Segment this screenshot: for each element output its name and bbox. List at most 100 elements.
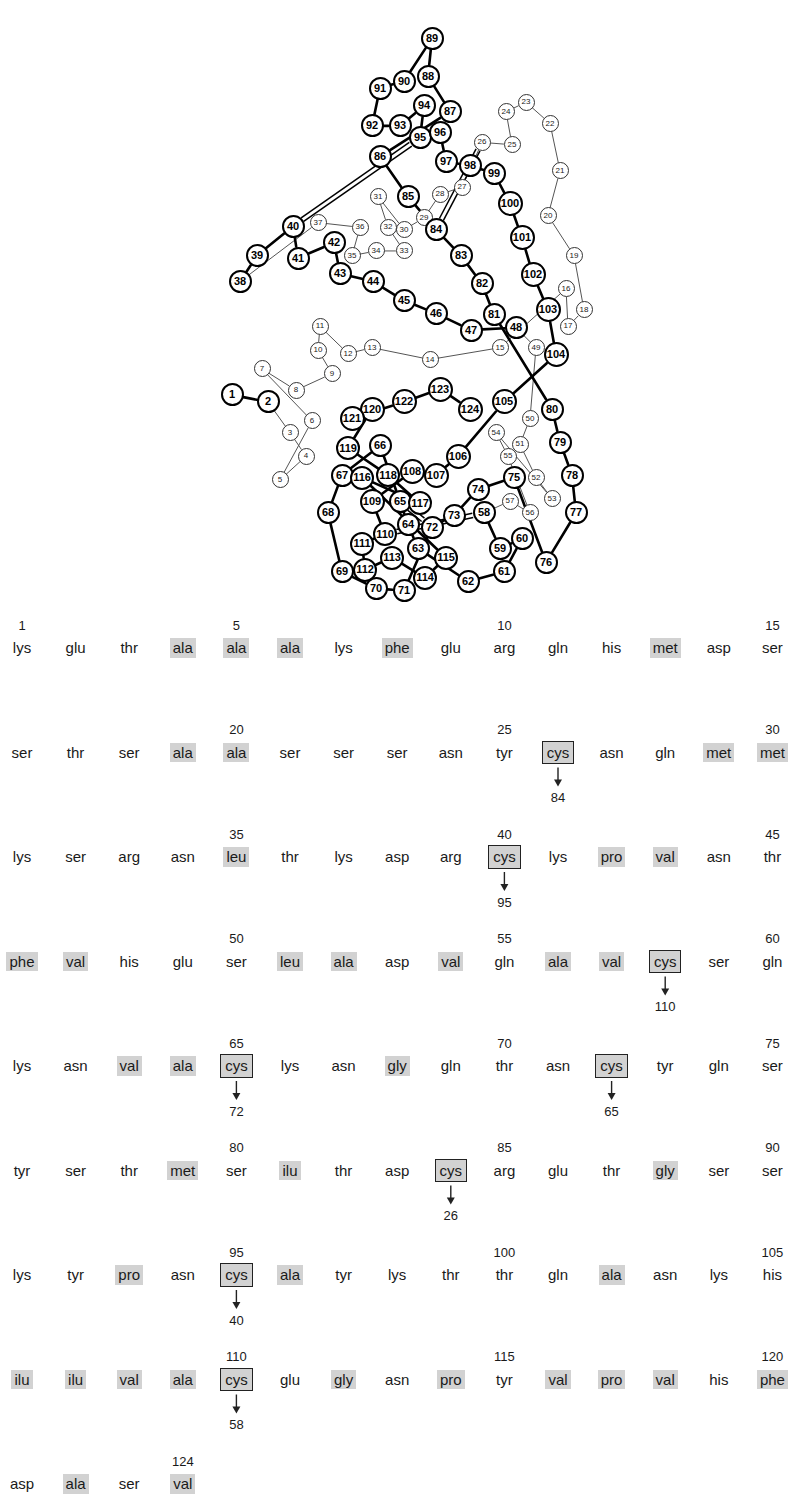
cystine-residue: cys (220, 1054, 253, 1077)
residue-name: lys (13, 639, 31, 656)
chain-line (508, 120, 511, 136)
residue-name: thr (496, 1266, 514, 1283)
hydrophobic-residue: val (117, 1370, 142, 1389)
residue-number: 104 (547, 349, 565, 360)
residue-number: 37 (314, 219, 323, 227)
backbone-link (446, 318, 460, 325)
backbone-link (332, 486, 338, 502)
residue-circle: 27 (454, 179, 471, 196)
backbone-link (479, 575, 493, 579)
position-number: 110 (226, 1350, 247, 1365)
residue-circle: 10 (310, 342, 327, 359)
chain-line (576, 264, 583, 302)
residue-number: 56 (526, 509, 535, 517)
backbone-link (295, 238, 296, 247)
residue-name: arg (494, 1162, 516, 1179)
hydrophobic-residue: met (167, 1161, 198, 1180)
residue-name: asn (385, 1371, 409, 1388)
residue-number: 22 (546, 120, 555, 128)
residue-name: lys (13, 848, 31, 865)
residue-name: asp (385, 953, 409, 970)
hydrophobic-residue: ala (223, 743, 249, 762)
residue-name: ser (226, 1162, 247, 1179)
backbone-link (304, 377, 325, 386)
chain-line (326, 332, 342, 347)
chain-line (249, 228, 311, 275)
residue-name: glu (66, 639, 86, 656)
chain-line (490, 143, 503, 144)
hydrophobic-residue: val (599, 952, 624, 971)
chain-line (514, 216, 518, 227)
backbone-link (416, 393, 428, 397)
residue-circle: 12 (340, 345, 357, 362)
residue-name: lys (334, 848, 352, 865)
residue-circle: 77 (565, 501, 588, 524)
residue-number: 73 (448, 510, 460, 521)
chain-line (564, 453, 568, 464)
residue-circle: 44 (362, 270, 385, 293)
residue-name: arg (440, 848, 462, 865)
residue-name: asp (385, 848, 409, 865)
chain-line (384, 125, 389, 128)
chain-line (429, 201, 435, 211)
hydrophobic-residue: val (653, 1370, 678, 1389)
chain-line (494, 505, 502, 509)
residue-circle: 111 (350, 532, 374, 556)
residue-number: 107 (427, 470, 445, 481)
chain-line (553, 223, 570, 249)
chain-line (322, 357, 327, 366)
residue-number: 64 (402, 519, 414, 530)
residue-number: 83 (455, 250, 467, 261)
backbone-link (331, 524, 340, 561)
residue-name: asp (707, 639, 731, 656)
residue-circle: 123 (428, 377, 453, 402)
residue-circle: 20 (540, 207, 557, 224)
chain-line (550, 179, 558, 207)
residue-circle: 99 (483, 162, 506, 185)
chain-line (295, 440, 301, 450)
residue-number: 4 (304, 452, 308, 460)
residue-number: 19 (570, 252, 579, 260)
hydrophobic-residue: ilu (11, 1370, 32, 1389)
chain-line (446, 318, 460, 325)
residue-circle: 9 (324, 365, 341, 382)
residue-name: asn (600, 744, 624, 761)
chain-line (421, 117, 422, 126)
hydrophobic-residue: gly (331, 1370, 356, 1389)
residue-number: 92 (366, 120, 378, 131)
residue-name: ser (226, 953, 247, 970)
position-number: 95 (229, 1246, 243, 1261)
bond-arrow (236, 1081, 237, 1094)
residue-number: 117 (411, 498, 429, 509)
residue-circle: 106 (446, 444, 471, 469)
residue-circle: 119 (336, 436, 360, 460)
residue-name: asn (332, 1057, 356, 1074)
residue-number: 66 (374, 440, 386, 451)
residue-number: 105 (495, 396, 513, 407)
partner-number: 95 (497, 896, 511, 911)
residue-number: 44 (367, 276, 379, 287)
chain-line (243, 397, 256, 400)
residue-number: 95 (414, 132, 426, 143)
backbone-link (295, 440, 301, 450)
position-number: 10 (497, 619, 511, 634)
residue-name: ser (762, 1162, 783, 1179)
residue-number: 115 (437, 552, 455, 563)
chain-line (336, 254, 338, 262)
residue-name: asp (385, 1162, 409, 1179)
residue-circle: 2 (257, 390, 280, 413)
residue-number: 10 (314, 346, 323, 354)
cystine-residue: cys (542, 741, 575, 764)
residue-number: 72 (426, 522, 438, 533)
residue-circle: 86 (369, 145, 392, 168)
residue-number: 24 (502, 108, 511, 116)
hydrophobic-residue: ala (170, 743, 196, 762)
chain-line (275, 411, 285, 425)
residue-name: asn (171, 848, 195, 865)
residue-circle: 38 (229, 270, 252, 293)
backbone-link (360, 253, 367, 254)
residue-name: lys (281, 1057, 299, 1074)
bond-arrow (236, 1395, 237, 1408)
backbone-link (326, 224, 351, 227)
backbone-link (351, 276, 362, 279)
